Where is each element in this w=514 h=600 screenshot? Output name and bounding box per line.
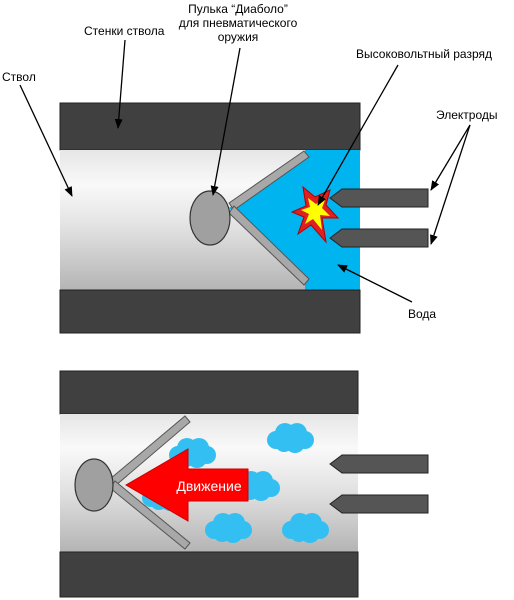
electrode-upper — [329, 454, 429, 474]
electrode-lower — [329, 494, 429, 514]
water-region — [229, 150, 360, 290]
top-barrel-wall-lower — [59, 289, 361, 334]
label-pellet-line2: для пневматического — [179, 16, 298, 30]
label-walls: Стенки ствола — [84, 24, 165, 38]
bottom-barrel-wall-lower — [59, 551, 359, 598]
electrode-lower — [329, 228, 429, 248]
diabolo-pellet-bottom — [74, 415, 191, 550]
label-barrel: Ствол — [2, 70, 36, 84]
label-water: Вода — [408, 307, 436, 321]
pellet-head — [189, 190, 231, 246]
label-motion: Движение — [176, 478, 241, 494]
spark-icon — [290, 185, 340, 244]
label-electrodes: Электроды — [436, 108, 498, 122]
top-barrel-assembly — [59, 102, 429, 334]
label-pellet-line1: Пулька “Диаболо” — [188, 2, 288, 16]
label-discharge: Высоковольтный разряд — [356, 47, 492, 61]
leader-electrode-upper — [430, 124, 471, 191]
pellet-skirt — [228, 205, 310, 286]
leader-discharge — [317, 64, 399, 206]
bottom-barrel-wall-upper — [59, 370, 359, 415]
label-pellet-line3: оружия — [218, 30, 259, 44]
leader-water — [337, 264, 413, 303]
top-barrel-wall-upper — [59, 102, 361, 151]
leader-barrel — [19, 84, 73, 197]
pellet-head — [74, 458, 114, 512]
leader-lines — [19, 39, 471, 303]
leader-walls — [114, 39, 126, 129]
leader-pellet — [210, 47, 241, 196]
bottom-barrel-assembly: Движение — [59, 370, 429, 598]
motion-arrow — [125, 448, 249, 522]
leader-electrode-lower — [430, 124, 471, 245]
diabolo-pellet-top — [189, 150, 310, 286]
electrode-upper — [329, 188, 429, 208]
